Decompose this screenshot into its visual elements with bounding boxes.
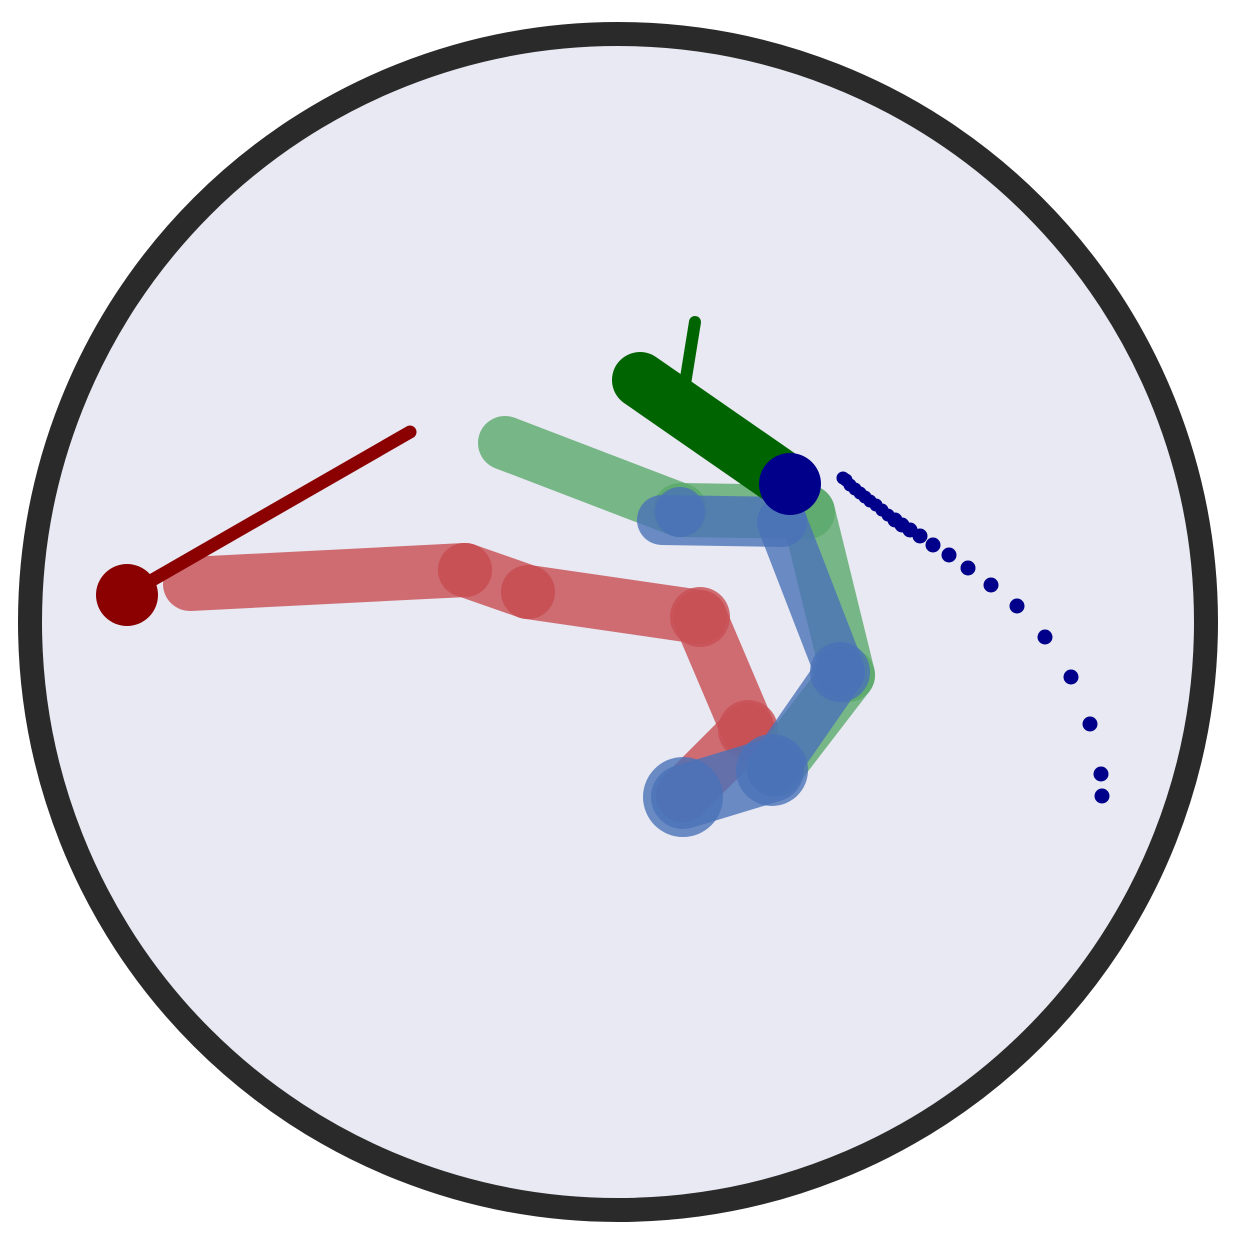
red-arm-joint: [438, 543, 492, 597]
trail-dot: [1063, 669, 1079, 685]
blue-arm-joints: [643, 487, 870, 837]
trail-dot: [1094, 788, 1110, 804]
red-arm-joints: [438, 543, 778, 760]
blue-arm-joint: [655, 487, 705, 537]
red-arm-joint: [670, 587, 730, 647]
dark-green-antenna: [679, 316, 701, 390]
navy-trail: [836, 471, 1110, 804]
dark-red-base: [96, 564, 158, 626]
trail-dot: [1009, 598, 1025, 614]
trail-dot: [1093, 766, 1109, 782]
trail-dot: [912, 528, 928, 544]
trail-dot: [925, 537, 941, 553]
trail-dot: [941, 547, 957, 563]
trail-dot: [983, 577, 999, 593]
dark-red-pointer: [96, 425, 417, 626]
blue-arm-joint: [810, 642, 870, 702]
trail-dot: [1037, 629, 1053, 645]
blue-arm-joint: [736, 734, 808, 806]
blue-arm-joint: [643, 757, 723, 837]
trail-dot: [1082, 716, 1098, 732]
red-arm-joint: [501, 565, 555, 619]
dark-red-line: [121, 425, 417, 601]
navy-pivot: [759, 453, 821, 515]
trail-dot: [960, 560, 976, 576]
red-arm-segment: [163, 543, 492, 611]
